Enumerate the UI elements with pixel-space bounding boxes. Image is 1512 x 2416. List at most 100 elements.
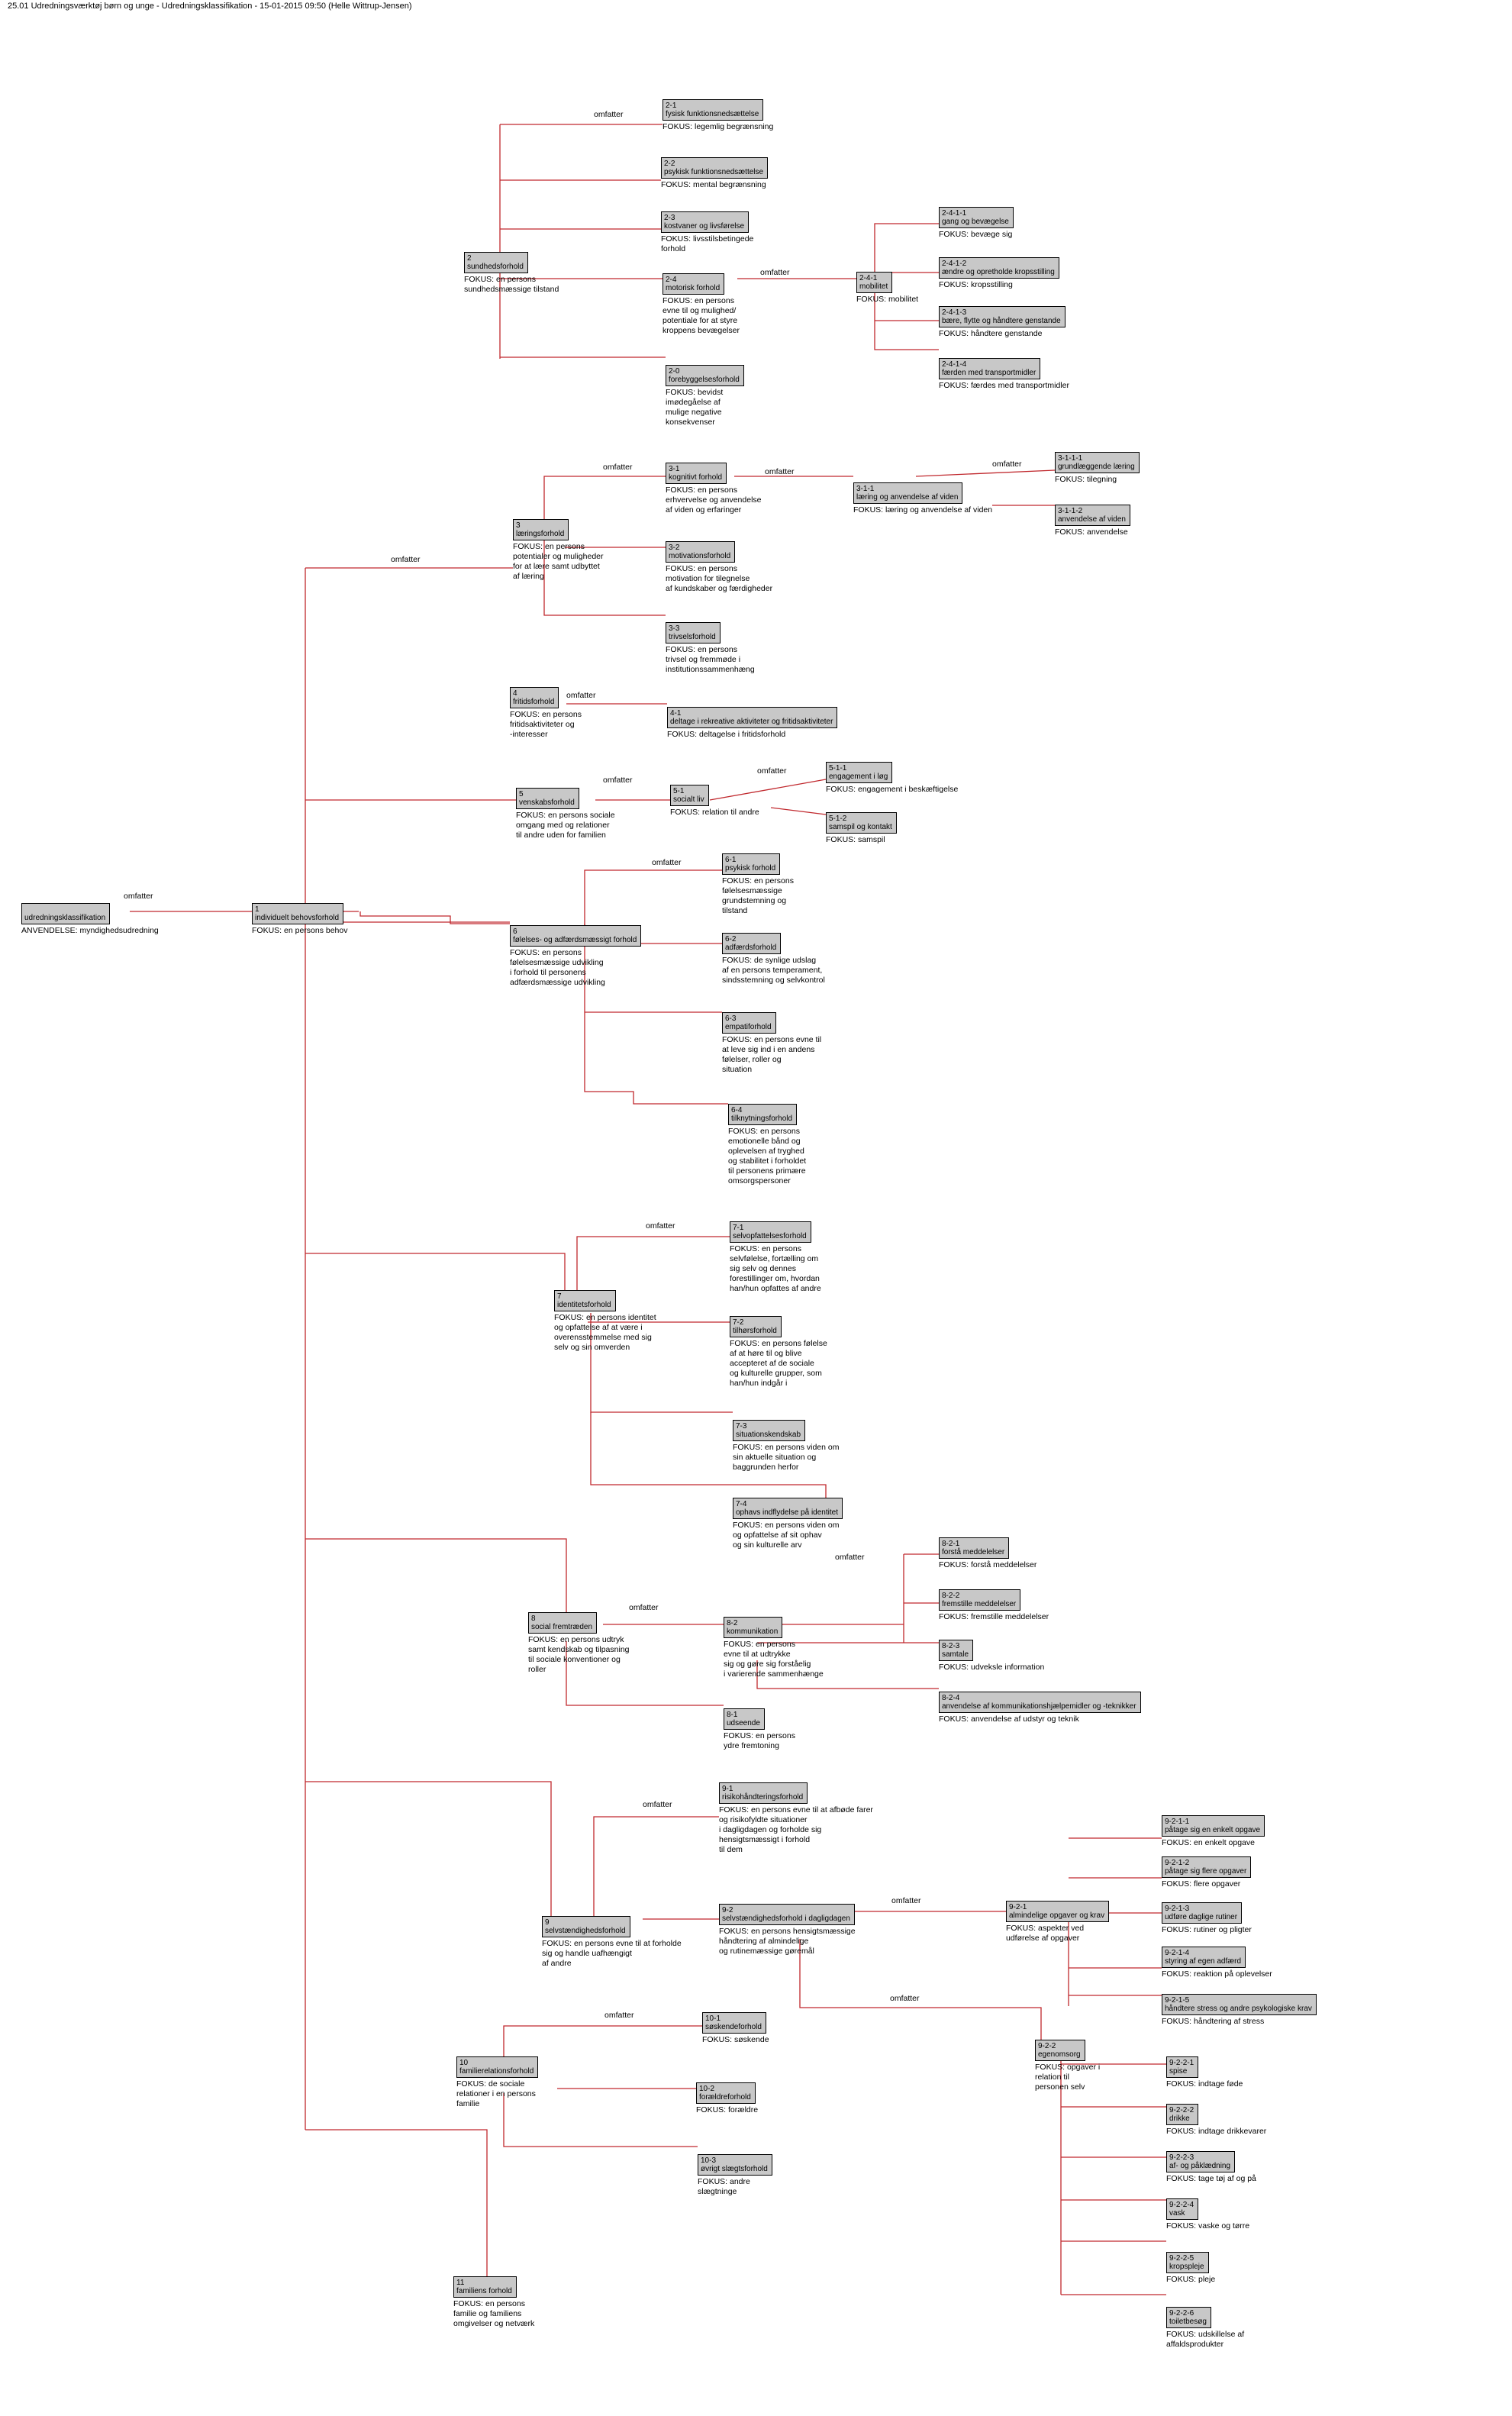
node-box[interactable]: udredningsklassifikation xyxy=(21,903,111,924)
